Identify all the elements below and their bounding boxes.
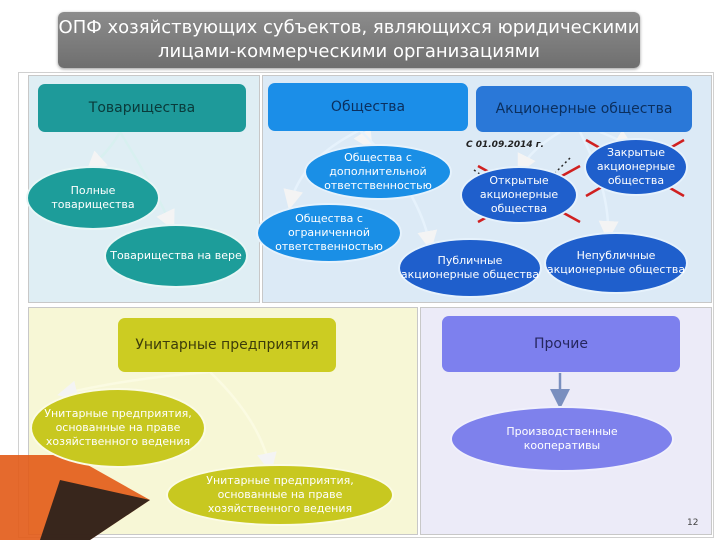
unitary-economic-oval: Унитарные предприятия, основанные на пра… <box>166 464 394 526</box>
non-public-jsc-oval: Непубличные акционерные общества <box>544 232 688 294</box>
corner-decoration-black <box>40 480 150 540</box>
unitary-box: Унитарные предприятия <box>118 318 336 372</box>
public-jsc-oval: Публичные акционерные общества <box>398 238 542 298</box>
unitary-operational-oval: Унитарные предприятия, основанные на пра… <box>30 388 206 468</box>
full-partnerships-oval: Полные товарищества <box>26 166 160 230</box>
arrow-unitary-economic <box>209 371 277 473</box>
open-jsc-oval: Открытые акционерные общества <box>460 166 578 224</box>
arrow-unitary-operational <box>57 370 211 401</box>
date-note: С 01.09.2014 г. <box>466 140 544 150</box>
partnerships-box: Товарищества <box>38 84 246 132</box>
additional-liability-oval: Общества с дополнительной ответственност… <box>304 144 452 200</box>
arrow-partnerships-full <box>86 131 122 172</box>
limited-liability-oval: Общества с ограниченной ответственностью <box>256 203 402 263</box>
arrow-jsc-open <box>517 130 561 175</box>
limited-partnerships-oval: Товарищества на вере <box>104 224 248 288</box>
other-box: Прочие <box>442 316 680 372</box>
slide-title: ОПФ хозяйствующих субъектов, являющихся … <box>58 12 640 68</box>
closed-jsc-oval: Закрытые акционерные общества <box>584 138 688 196</box>
joint-stock-box: Акционерные общества <box>476 86 692 132</box>
companies-box: Общества <box>268 83 468 131</box>
page-number: 12 <box>687 518 699 528</box>
coops-oval: Производственные кооперативы <box>450 406 674 472</box>
